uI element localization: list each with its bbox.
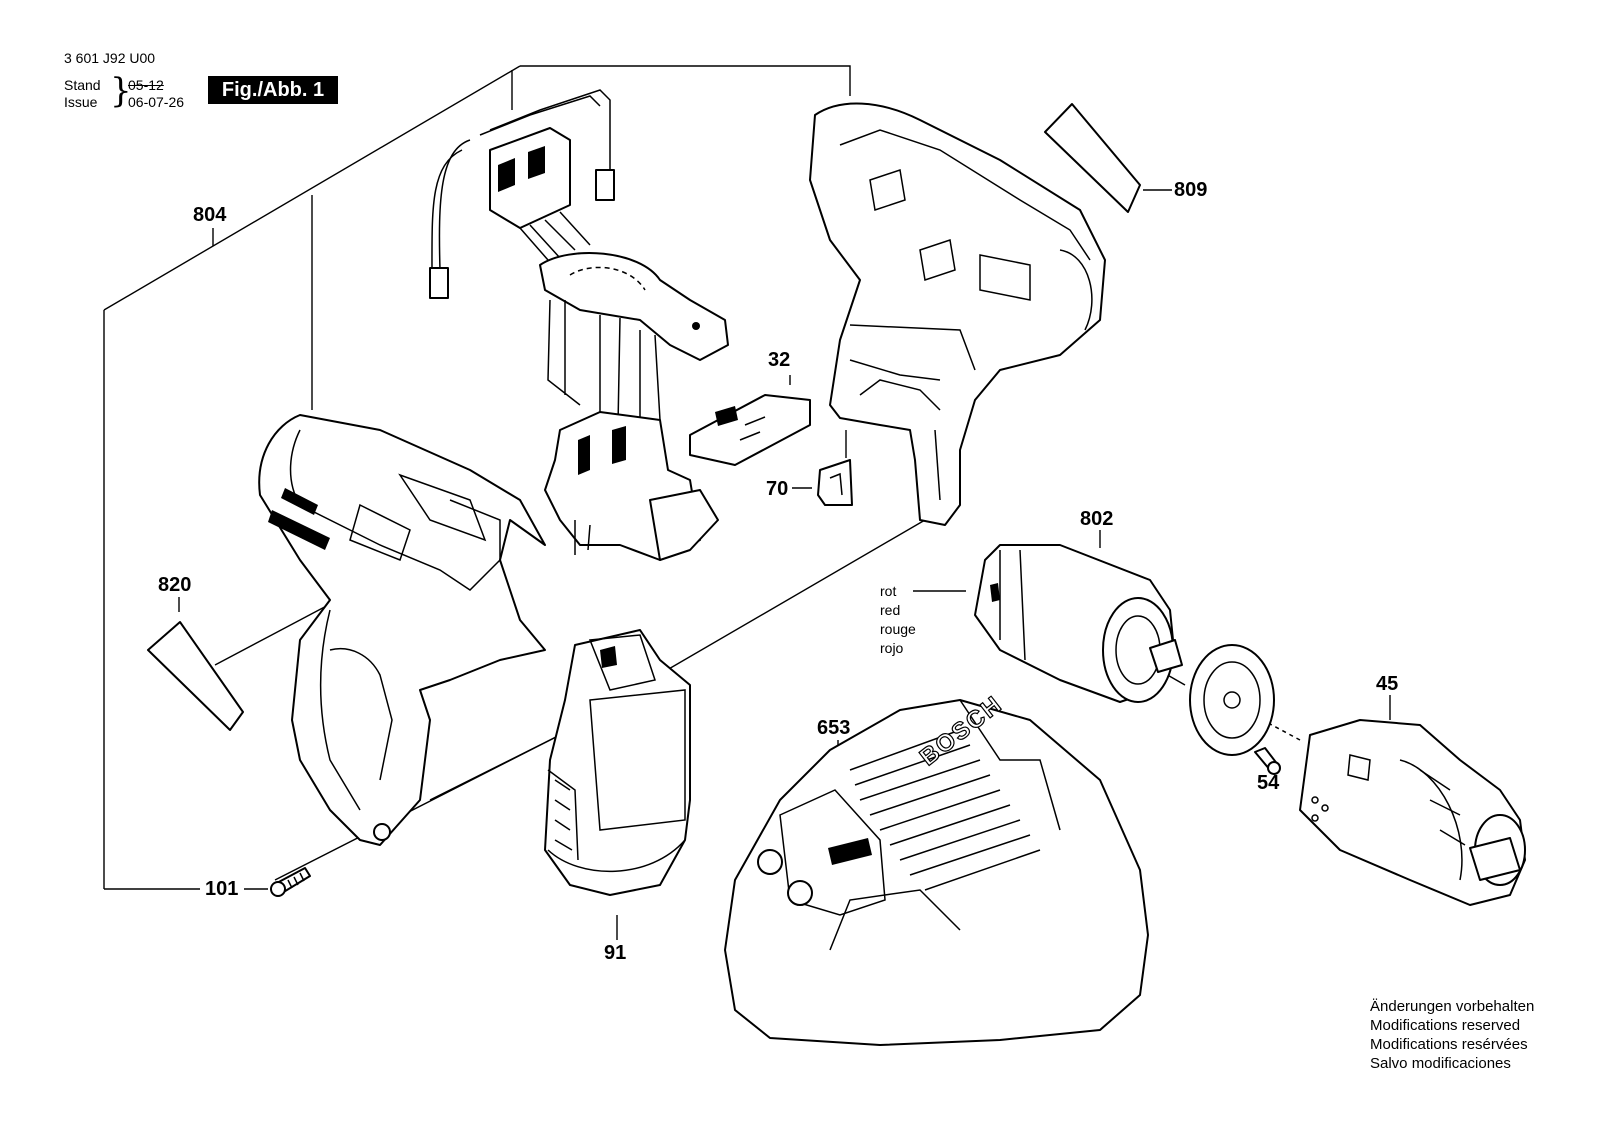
screw-101 [270, 867, 311, 897]
part-label-70: 70 [766, 478, 789, 500]
part-label-820: 820 [158, 574, 192, 596]
switch-wiring-assembly [429, 89, 729, 561]
battery-pack [544, 629, 691, 896]
issue-date: 06-07-26 [128, 94, 185, 110]
housing-shell-left [258, 414, 546, 846]
slider-part [689, 394, 811, 466]
footer-line-fr: Modifications resérvées [1370, 1036, 1528, 1053]
part-label-804: 804 [193, 204, 227, 226]
issue-label: Issue [64, 94, 98, 110]
label-strip-809 [1044, 103, 1141, 213]
clip-part [817, 459, 853, 506]
part-label-54: 54 [1257, 772, 1280, 794]
screw-54 [1254, 747, 1281, 775]
part-label-45: 45 [1376, 673, 1399, 695]
wire-color-fr: rouge [880, 621, 916, 637]
wire-color-de: rot [880, 583, 897, 599]
wire-color-es: rojo [880, 640, 904, 656]
part-label-809: 809 [1174, 179, 1208, 201]
motor [974, 544, 1183, 703]
part-label-802: 802 [1080, 508, 1114, 530]
gear-ring [1189, 644, 1275, 756]
gearbox-chuck [1299, 719, 1526, 906]
part-label-91: 91 [604, 942, 627, 964]
footer-line-de: Änderungen vorbehalten [1370, 998, 1535, 1015]
label-strip-820 [147, 621, 244, 731]
charger [724, 699, 1149, 1046]
footer-line-en: Modifications reserved [1370, 1017, 1521, 1034]
stand-label: Stand [64, 77, 101, 93]
stand-date-old: 05-12 [128, 77, 164, 93]
brace-symbol: } [110, 71, 132, 111]
part-label-32: 32 [768, 349, 791, 371]
housing-shell-right [809, 102, 1106, 526]
part-label-653: 653 [817, 717, 851, 739]
document-number: 3 601 J92 U00 [64, 50, 156, 66]
wire-color-en: red [880, 602, 901, 618]
figure-label: Fig./Abb. 1 [208, 76, 338, 104]
footer-line-es: Salvo modificaciones [1370, 1055, 1511, 1072]
part-label-101: 101 [205, 878, 239, 900]
